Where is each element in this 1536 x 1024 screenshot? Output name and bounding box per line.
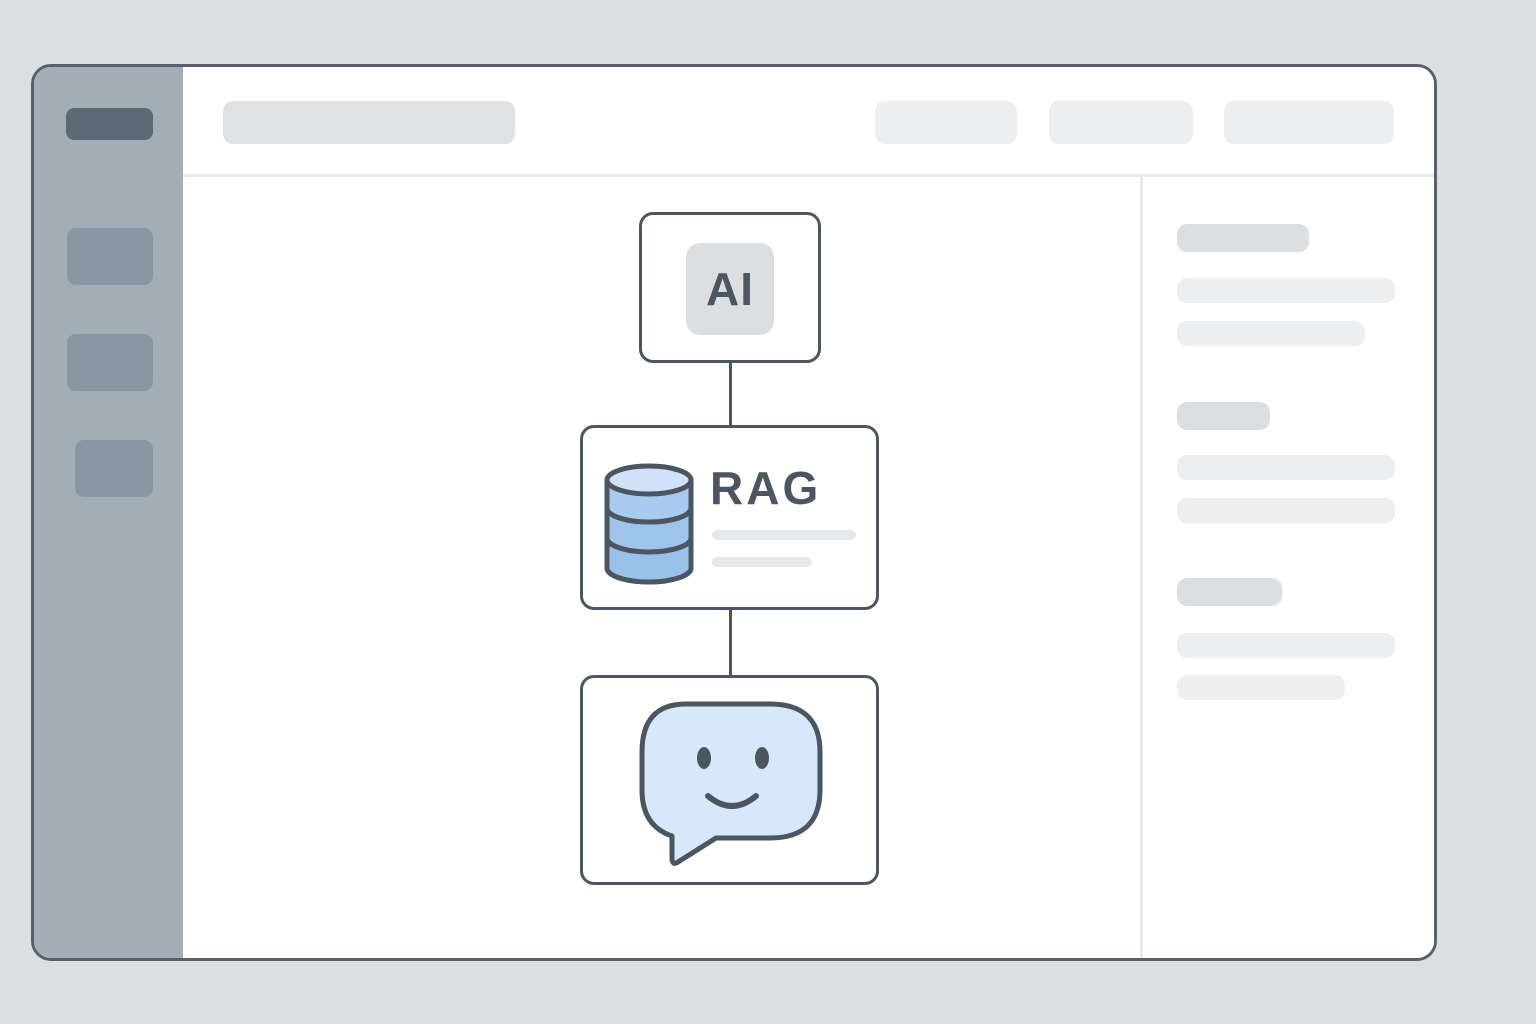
- rag-node-label: RAG: [710, 462, 822, 514]
- toolbar-button-1[interactable]: [875, 101, 1017, 144]
- logo: [66, 108, 153, 140]
- toolbar-button-2[interactable]: [1049, 101, 1193, 144]
- panel-heading-3: [1177, 578, 1282, 606]
- panel-line: [1177, 675, 1345, 700]
- sidebar-item-1[interactable]: [67, 228, 153, 285]
- search-input[interactable]: [223, 101, 515, 144]
- chat-node[interactable]: [580, 675, 879, 885]
- ai-badge-icon: AI: [686, 243, 774, 335]
- panel-heading-1: [1177, 224, 1309, 252]
- sidebar: [34, 67, 183, 958]
- panel-line: [1177, 498, 1395, 523]
- sidebar-item-2[interactable]: [67, 334, 153, 391]
- rag-node[interactable]: RAG: [580, 425, 879, 610]
- details-panel: [1143, 177, 1434, 958]
- panel-line: [1177, 633, 1395, 658]
- database-icon: [604, 463, 694, 585]
- smiley-chat-bubble-icon: [639, 701, 823, 866]
- rag-description-line: [712, 530, 856, 540]
- rag-description-line: [712, 557, 812, 567]
- toolbar-button-3[interactable]: [1224, 101, 1394, 144]
- panel-divider: [1140, 177, 1143, 958]
- sidebar-item-3[interactable]: [75, 440, 153, 497]
- top-bar: [183, 67, 1434, 177]
- panel-heading-2: [1177, 402, 1270, 430]
- panel-line: [1177, 321, 1365, 346]
- panel-line: [1177, 455, 1395, 480]
- ai-node-label: AI: [706, 263, 754, 315]
- ai-node[interactable]: AI: [639, 212, 821, 363]
- panel-line: [1177, 278, 1395, 303]
